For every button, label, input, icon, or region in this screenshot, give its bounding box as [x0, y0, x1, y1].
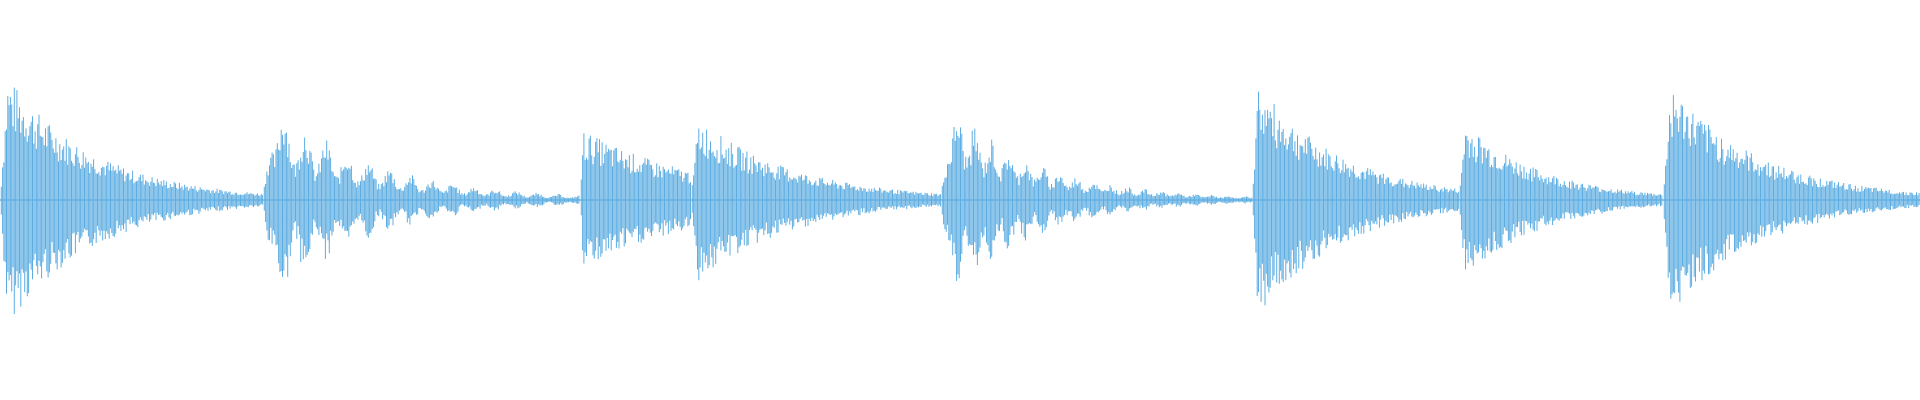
waveform-segment-5 — [940, 127, 1253, 281]
waveform-segment-3 — [579, 133, 691, 264]
waveform-segment-1 — [0, 87, 264, 314]
waveform-segments — [0, 87, 1920, 314]
waveform-segment-4 — [690, 128, 942, 281]
waveform-segment-6 — [1251, 91, 1460, 306]
waveform-segment-8 — [1662, 95, 1920, 302]
waveform-segment-2 — [262, 129, 580, 277]
waveform-segment-7 — [1458, 135, 1663, 270]
